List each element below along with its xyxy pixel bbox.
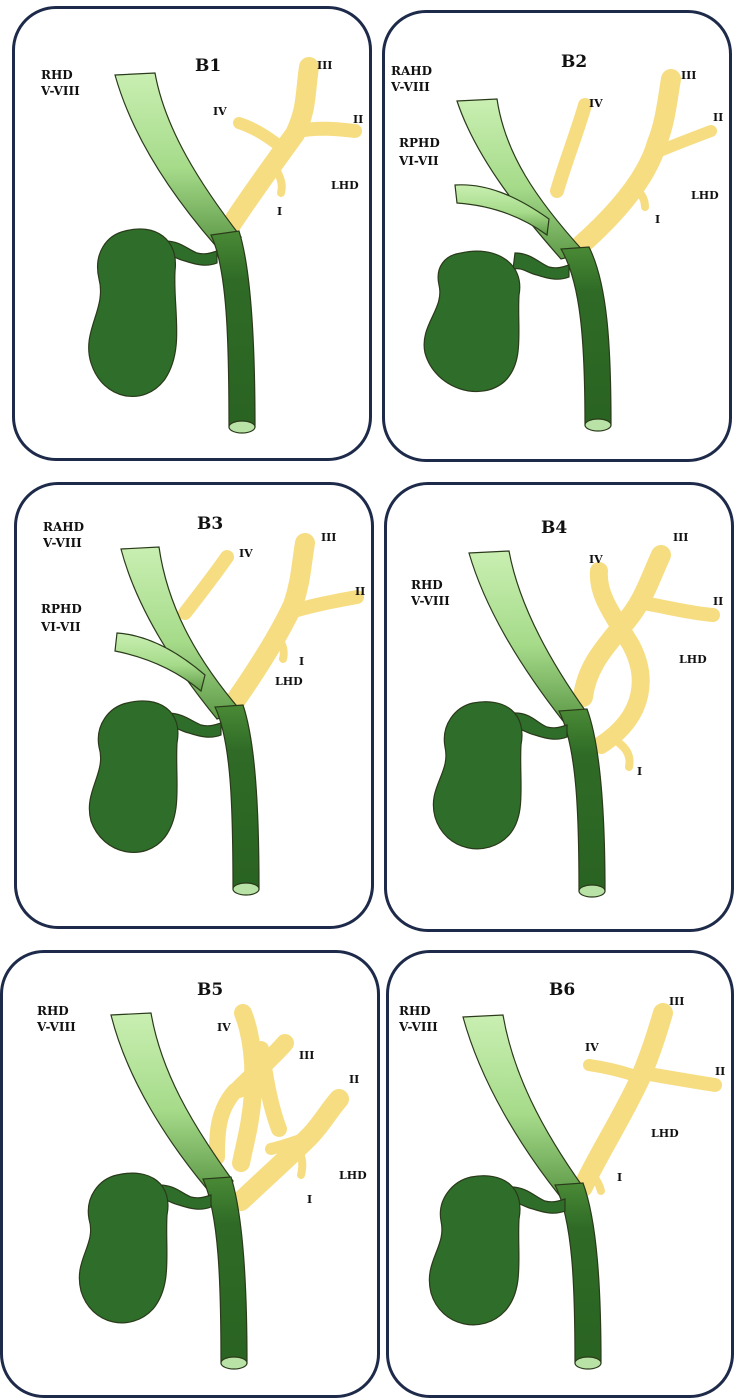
label-lhd: LHD — [691, 189, 719, 202]
duct-lumen — [585, 419, 611, 431]
label-rhd: RHD — [41, 68, 73, 82]
left-duct-branches — [583, 1013, 715, 1191]
label-i: I — [655, 213, 660, 226]
diagram-b3: B3 RAHD V-VIII RPHD VI-VII IV III II I L… — [17, 485, 371, 926]
gallbladder — [89, 229, 177, 396]
panel-title: B4 — [541, 518, 567, 538]
label-rahd: RAHD — [43, 520, 84, 534]
right-hepatic-duct — [111, 1013, 233, 1189]
label-rhd-segments: V-VIII — [40, 84, 80, 98]
duct-lumen — [575, 1357, 601, 1369]
left-duct-branches — [557, 79, 711, 245]
panel-b5: B5 RHD V-VIII IV III II I LHD — [0, 950, 380, 1398]
diagram-b4: B4 RHD V-VIII IV III II I LHD — [387, 485, 731, 929]
label-ii: II — [715, 1065, 725, 1078]
label-iii: III — [321, 531, 336, 544]
label-i: I — [277, 205, 282, 218]
label-iv: IV — [217, 1021, 231, 1034]
panel-title: B2 — [561, 52, 587, 72]
right-hepatic-duct — [115, 73, 241, 245]
label-iv: IV — [585, 1041, 599, 1054]
label-i: I — [617, 1171, 622, 1184]
gallbladder — [79, 1173, 168, 1323]
label-lhd: LHD — [679, 653, 707, 666]
left-duct-branches — [217, 1013, 339, 1201]
label-rahd: RAHD — [391, 64, 432, 78]
panel-b2: B2 RAHD V-VIII RPHD VI-VII IV III II I L… — [382, 10, 732, 462]
panel-b6: B6 RHD V-VIII IV III II I LHD — [386, 950, 734, 1398]
label-rphd-segments: VI-VII — [40, 620, 81, 634]
right-hepatic-duct — [469, 551, 587, 721]
panel-title: B3 — [197, 514, 223, 534]
label-ii: II — [355, 585, 365, 598]
left-duct-branches — [227, 67, 355, 231]
label-iv: IV — [239, 547, 253, 560]
panel-b1: B1 RHD V-VIII IV III II I LHD — [12, 6, 372, 461]
label-i: I — [307, 1193, 312, 1206]
label-iv: IV — [589, 97, 603, 110]
label-iii: III — [673, 531, 688, 544]
duct-lumen — [229, 421, 255, 433]
label-lhd: LHD — [275, 675, 303, 688]
label-iii: III — [681, 69, 696, 82]
label-rhd: RHD — [411, 578, 443, 592]
gallbladder — [429, 1176, 520, 1325]
label-rhd-segments: V-VIII — [410, 594, 450, 608]
label-rhd-segments: V-VIII — [36, 1020, 76, 1034]
panel-b4: B4 RHD V-VIII IV III II I LHD — [384, 482, 734, 932]
label-rphd: RPHD — [41, 602, 82, 616]
panel-title: B5 — [197, 980, 223, 1000]
duct-lumen — [221, 1357, 247, 1369]
panel-b3: B3 RAHD V-VIII RPHD VI-VII IV III II I L… — [14, 482, 374, 929]
label-ii: II — [713, 111, 723, 124]
label-iii: III — [669, 995, 684, 1008]
label-lhd: LHD — [651, 1127, 679, 1140]
gallbladder — [433, 702, 522, 849]
label-iii: III — [299, 1049, 314, 1062]
label-rhd-segments: V-VIII — [398, 1020, 438, 1034]
label-i: I — [299, 655, 304, 668]
label-ii: II — [353, 113, 363, 126]
label-rahd-segments: V-VIII — [390, 80, 430, 94]
label-i: I — [637, 765, 642, 778]
label-iv: IV — [213, 105, 227, 118]
label-rphd-segments: VI-VII — [398, 154, 439, 168]
panel-title: B6 — [549, 980, 575, 1000]
duct-lumen — [233, 883, 259, 895]
label-rphd: RPHD — [399, 136, 440, 150]
diagram-b2: B2 RAHD V-VIII RPHD VI-VII IV III II I L… — [385, 13, 729, 459]
diagram-b6: B6 RHD V-VIII IV III II I LHD — [389, 953, 731, 1395]
label-lhd: LHD — [339, 1169, 367, 1182]
label-lhd: LHD — [331, 179, 359, 192]
right-hepatic-duct — [463, 1015, 583, 1195]
label-ii: II — [713, 595, 723, 608]
label-ii: II — [349, 1073, 359, 1086]
diagram-b5: B5 RHD V-VIII IV III II I LHD — [3, 953, 377, 1395]
gallbladder — [424, 251, 520, 391]
label-rahd-segments: V-VIII — [42, 536, 82, 550]
panel-title: B1 — [195, 56, 221, 76]
label-iv: IV — [589, 553, 603, 566]
label-iii: III — [317, 59, 332, 72]
duct-lumen — [579, 885, 605, 897]
gallbladder — [89, 701, 178, 852]
label-rhd: RHD — [37, 1004, 69, 1018]
diagram-b1: B1 RHD V-VIII IV III II I LHD — [15, 9, 369, 458]
label-rhd: RHD — [399, 1004, 431, 1018]
